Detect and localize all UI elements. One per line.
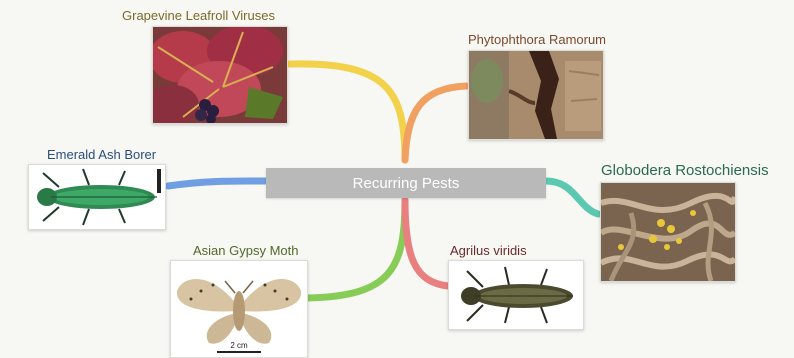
topic-label-gypsy[interactable]: Asian Gypsy Moth [193,243,299,258]
topic-image-globodera[interactable] [600,182,736,282]
central-topic[interactable]: Recurring Pests [266,168,546,198]
tree-bark-image [469,51,603,139]
beetle-image [29,165,165,229]
topic-label-globodera[interactable]: Globodera Rostochiensis [601,162,769,179]
topic-label-agrilus[interactable]: Agrilus viridis [450,243,527,258]
topic-image-emerald[interactable] [28,164,166,230]
branch-line-globodera [546,181,598,214]
branch-line-agrilus [405,200,448,286]
branch-line-phytophthora [405,86,466,160]
branch-line-gypsy [308,200,405,298]
topic-image-gypsy[interactable]: 2 cm [170,260,308,358]
branch-line-grapevine [290,64,405,160]
topic-image-agrilus[interactable] [448,260,584,330]
beetle-image [449,261,583,329]
topic-label-phytophthora[interactable]: Phytophthora Ramorum [468,32,606,47]
branch-line-emerald [168,181,268,186]
topic-image-grapevine[interactable] [152,26,288,124]
topic-label-emerald[interactable]: Emerald Ash Borer [47,147,156,162]
grape-leaves-image [153,27,287,123]
nematode-image [601,183,735,281]
topic-image-phytophthora[interactable] [468,50,604,140]
topic-label-grapevine[interactable]: Grapevine Leafroll Viruses [122,8,275,23]
scale-bar-label: 2 cm [171,341,307,350]
